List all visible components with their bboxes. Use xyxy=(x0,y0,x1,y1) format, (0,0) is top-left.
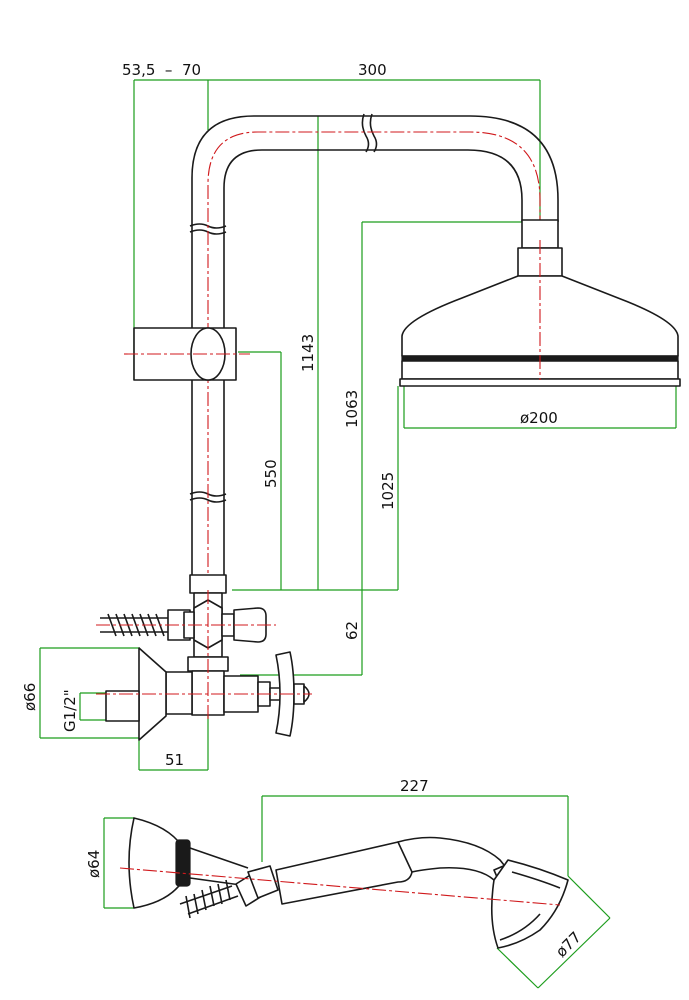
shower-riser-column xyxy=(189,113,559,590)
dimension-lines xyxy=(39,79,677,989)
shower-head xyxy=(399,219,681,387)
slider-height-label: 550 xyxy=(262,459,280,488)
holder-diameter-label: ø64 xyxy=(85,850,103,878)
handset-head-diameter-label: ø77 xyxy=(552,928,585,961)
inlet-thread-label: G1/2" xyxy=(61,689,79,732)
handset-length-label: 227 xyxy=(400,777,429,795)
valve-drop-label: 62 xyxy=(343,621,361,640)
slide-holder xyxy=(124,327,250,381)
bar-offset-label: 53,5 – 70 xyxy=(122,61,201,79)
diverter-valve xyxy=(96,574,312,741)
hand-shower xyxy=(119,817,569,949)
dimension-labels: 53,5 – 70 300 1143 1063 1025 550 62 ø200… xyxy=(21,61,585,961)
wall-projection-label: 51 xyxy=(165,751,184,769)
overall-height-label: 1143 xyxy=(299,334,317,372)
head-underside-label: 1025 xyxy=(379,472,397,510)
head-diameter-label: ø200 xyxy=(520,409,558,427)
flange-diameter-label: ø66 xyxy=(21,683,39,711)
head-height-label: 1063 xyxy=(343,390,361,428)
arm-reach-label: 300 xyxy=(358,61,387,79)
